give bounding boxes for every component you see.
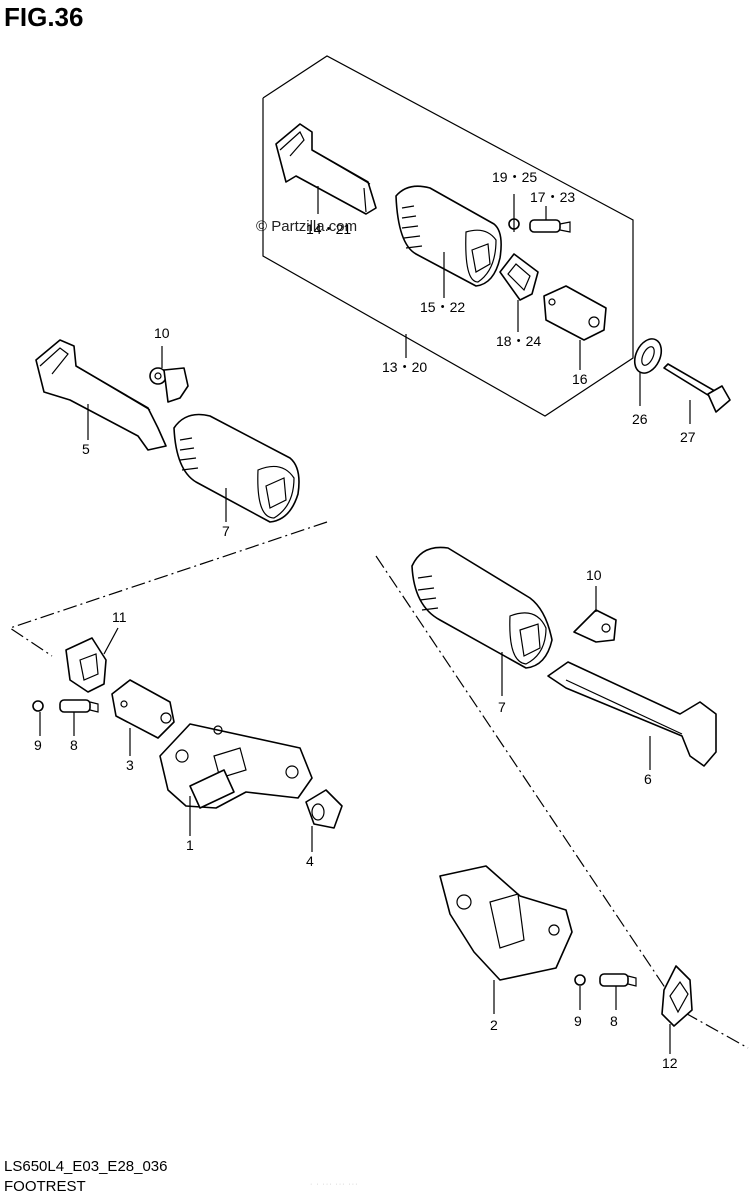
callout-11: 11 [112, 609, 127, 625]
guide-line-right [375, 555, 749, 1049]
watermark: © Partzilla.com [256, 218, 357, 235]
footpeg-rubber-upper [395, 185, 502, 287]
callout-19-25: 19・25 [492, 169, 537, 185]
leader-lines [39, 186, 691, 1054]
callout-15-22: 15・22 [420, 299, 465, 315]
clevis-block-left [111, 679, 175, 739]
bracket-clip-right [573, 609, 617, 643]
copyright-symbol: © [256, 218, 268, 235]
footpeg-pad-left [65, 637, 107, 693]
bracket-clip-left [149, 367, 189, 403]
callout-10-left: 10 [154, 325, 170, 341]
footrest-bracket-right [547, 661, 717, 767]
washer [633, 338, 663, 374]
callout-9-left: 9 [34, 737, 42, 753]
callout-12: 12 [662, 1055, 678, 1071]
callout-3: 3 [126, 757, 134, 773]
pad-inner-upper [507, 263, 531, 292]
callout-8-left: 8 [70, 737, 78, 753]
callout-26: 26 [632, 411, 648, 427]
callout-1: 1 [186, 837, 194, 853]
callout-7-left: 7 [222, 523, 230, 539]
footpeg-pad-upper [499, 253, 539, 301]
pin-upper [529, 219, 571, 233]
collar [305, 789, 343, 829]
callout-9-right: 9 [574, 1013, 582, 1029]
small-nut-left [32, 700, 44, 712]
guide-line-left [8, 521, 328, 657]
watermark-text: Partzilla.com [271, 218, 358, 235]
callout-5: 5 [82, 441, 90, 457]
pin-left [59, 699, 99, 713]
footpeg-rubber-right [411, 546, 553, 669]
footrest-bracket-upper [275, 123, 377, 215]
footpeg-rubber-left [173, 413, 300, 523]
clevis-block-upper [543, 285, 607, 341]
footrest-bracket-left [35, 339, 167, 451]
footrest-mount-plate-left [159, 723, 313, 809]
figure-name: FOOTREST [4, 1178, 86, 1195]
callout-18-24: 18・24 [496, 333, 541, 349]
pin-right [599, 973, 637, 987]
faint-note: · · ··· ··· ··· [310, 1181, 359, 1188]
callout-17-23: 17・23 [530, 189, 575, 205]
callout-16: 16 [572, 371, 588, 387]
callout-2: 2 [490, 1017, 498, 1033]
callout-27: 27 [680, 429, 696, 445]
footpeg-pad-right [661, 965, 693, 1027]
figure-code: LS650L4_E03_E28_036 [4, 1158, 168, 1175]
small-nut-right [574, 974, 586, 986]
callout-10-right: 10 [586, 567, 602, 583]
figure-title: FIG.36 [4, 2, 84, 32]
callout-14-21: 14・21 [306, 221, 351, 237]
bolt [663, 363, 731, 413]
callout-13-20: 13・20 [382, 359, 427, 375]
footrest-mount-plate-right [439, 865, 573, 981]
assembly-box-outline [262, 55, 634, 417]
callout-6: 6 [644, 771, 652, 787]
callout-7-right: 7 [498, 699, 506, 715]
callout-4: 4 [306, 853, 314, 869]
callout-8-right: 8 [610, 1013, 618, 1029]
